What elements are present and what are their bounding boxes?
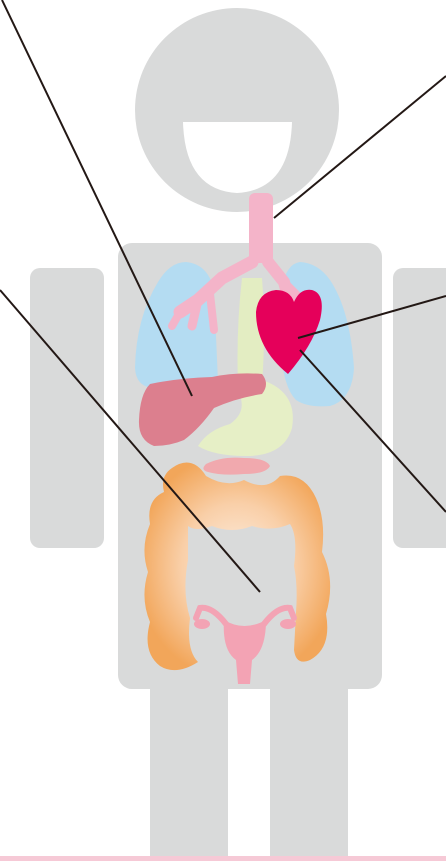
left-arm: [30, 268, 104, 548]
right-ovary: [280, 619, 296, 629]
left-ovary: [194, 619, 210, 629]
left-bronchiole-a: [192, 300, 198, 326]
left-bronchiole-c: [210, 294, 214, 330]
trachea-tube: [249, 193, 273, 263]
right-leg: [270, 688, 348, 861]
left-leg: [150, 688, 228, 861]
bottom-border: [0, 856, 446, 861]
right-arm: [393, 268, 446, 548]
